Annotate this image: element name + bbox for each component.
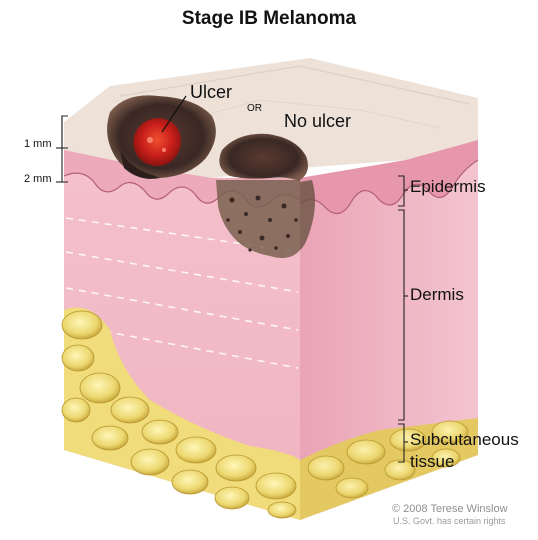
subcutaneous-label-line2: tissue xyxy=(410,452,454,472)
no-ulcer-label: No ulcer xyxy=(284,111,351,132)
dermis-label: Dermis xyxy=(410,285,464,305)
subcutaneous-label-line1: Subcutaneous xyxy=(410,430,519,450)
ulcer-wound xyxy=(134,118,181,166)
copyright-text: © 2008 Terese Winslow xyxy=(392,503,508,515)
depth-1mm-label: 1 mm xyxy=(24,138,52,150)
ulcer-label: Ulcer xyxy=(190,82,232,103)
depth-2mm-label: 2 mm xyxy=(24,173,52,185)
epidermis-label: Epidermis xyxy=(410,177,486,197)
rights-text: U.S. Govt. has certain rights xyxy=(393,516,506,526)
or-label: OR xyxy=(247,103,262,114)
diagram-title: Stage IB Melanoma xyxy=(0,8,538,30)
